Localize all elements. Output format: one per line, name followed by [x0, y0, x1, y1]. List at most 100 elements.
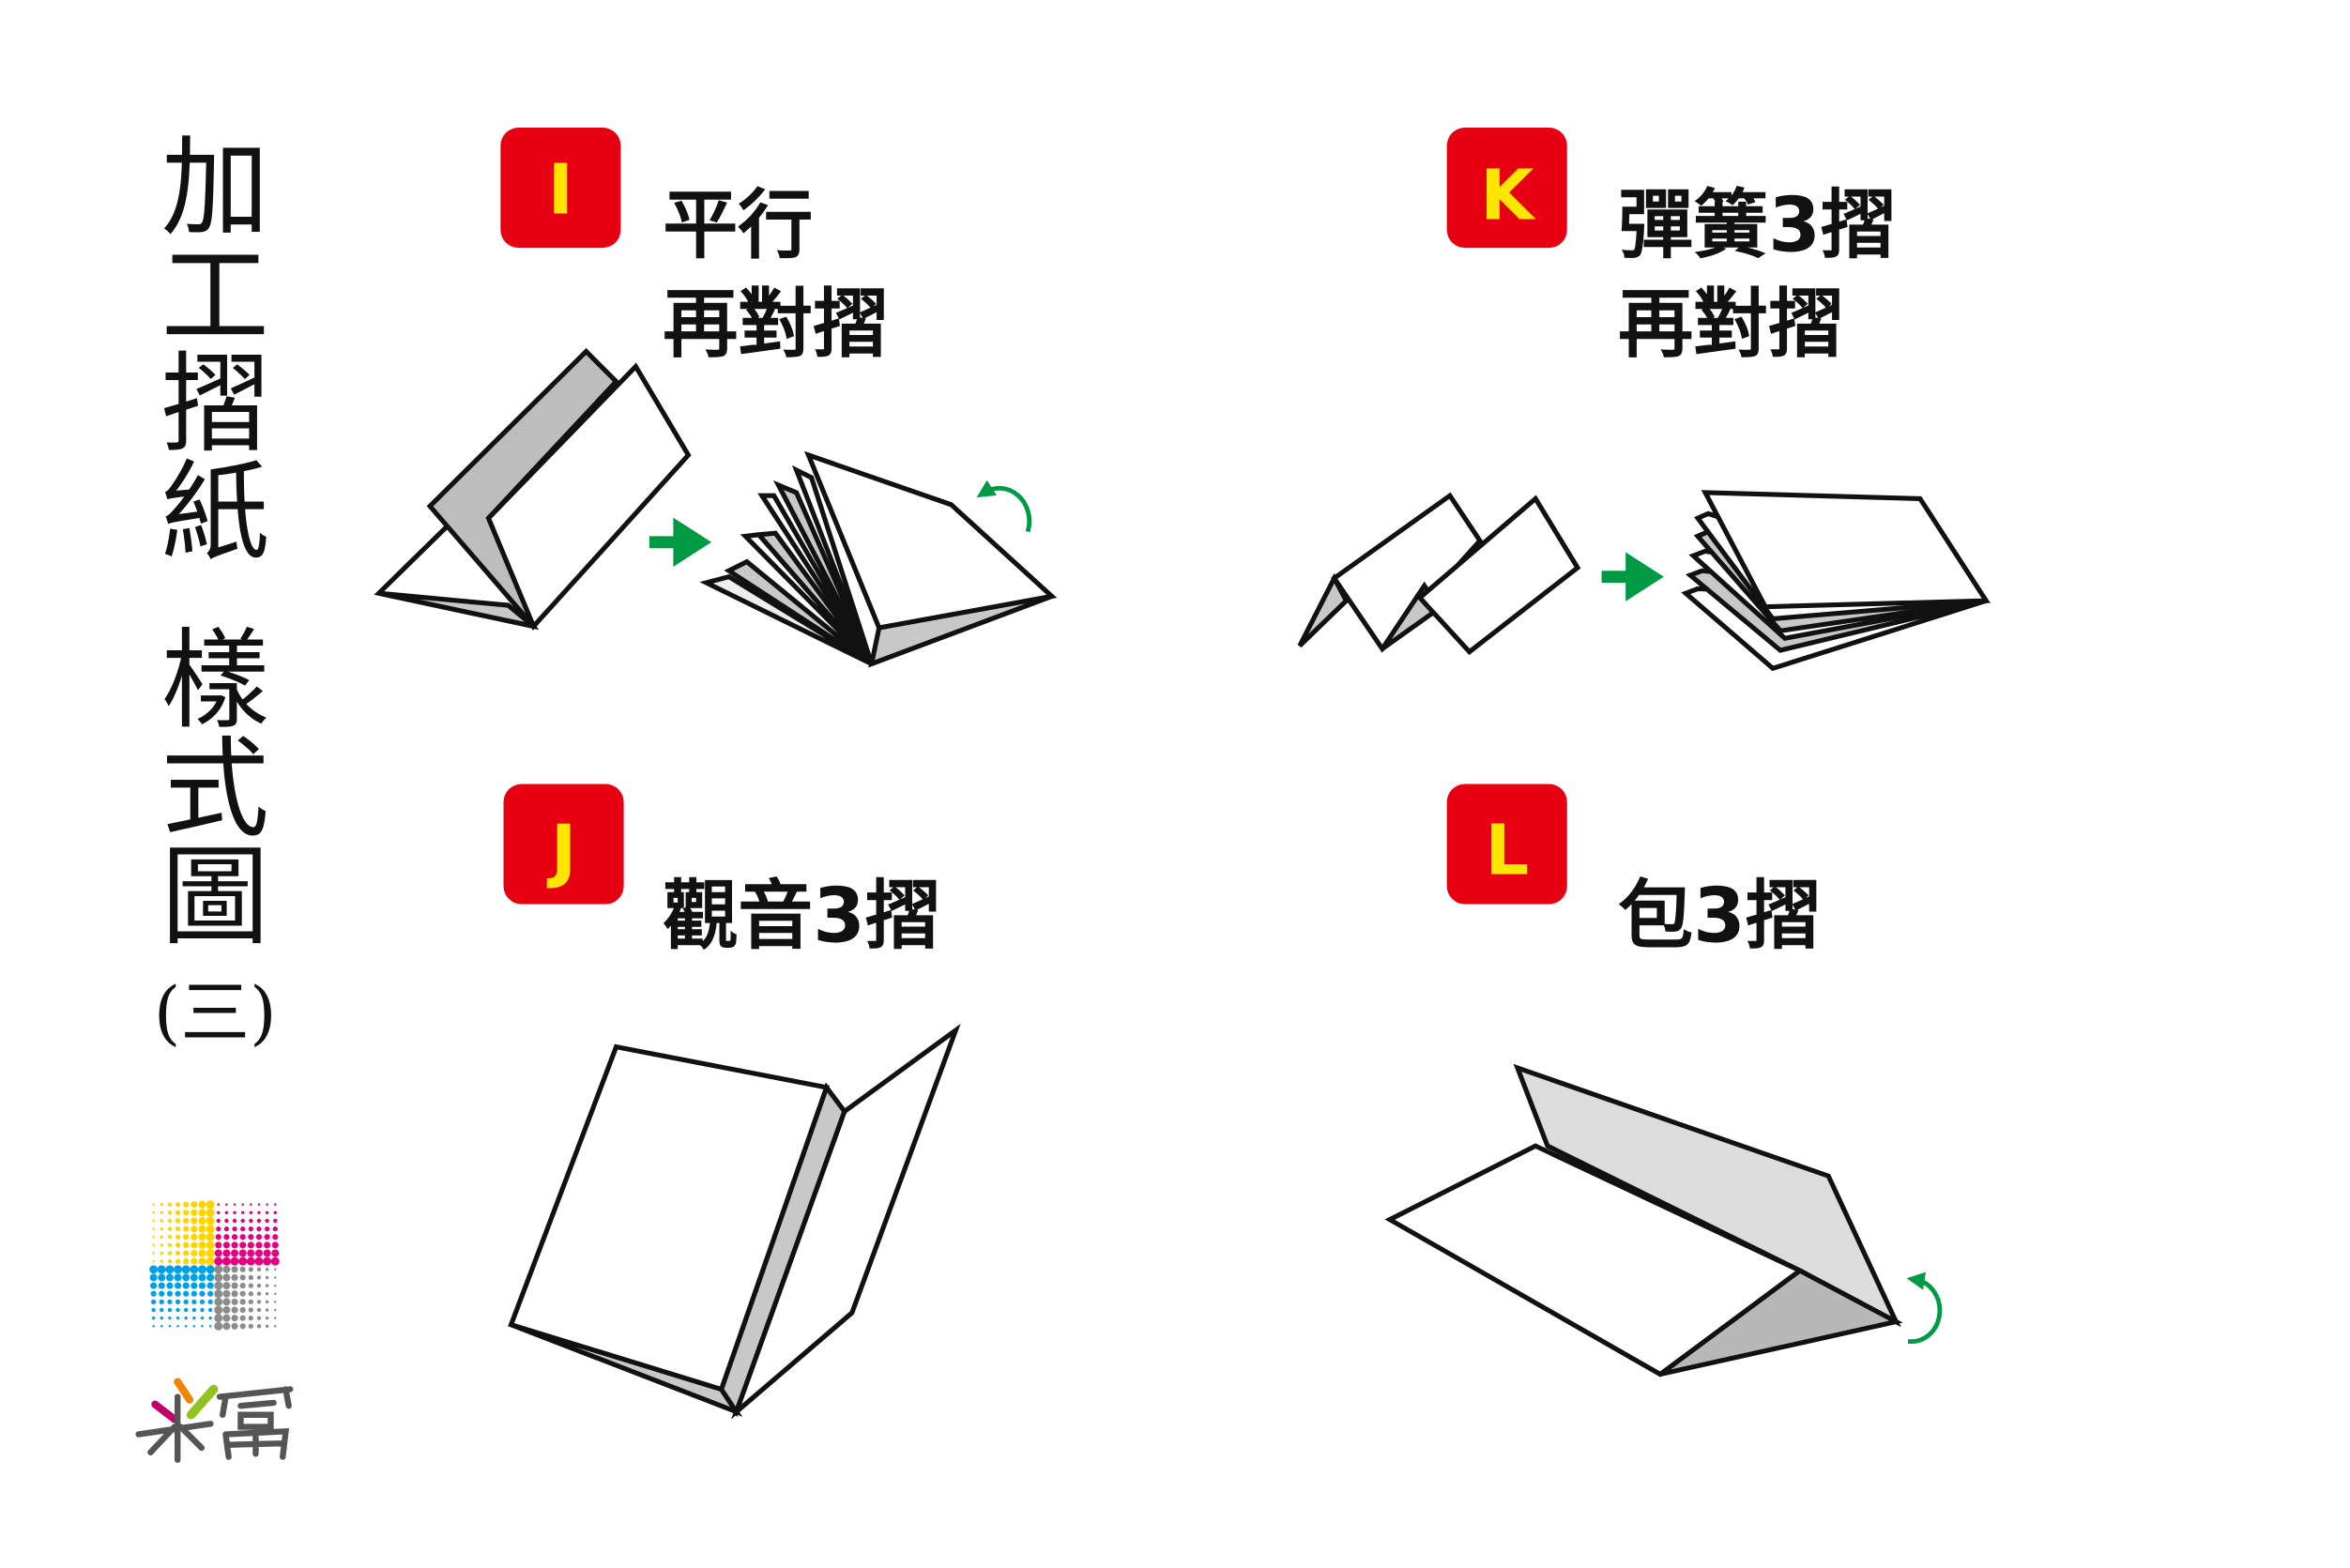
logo-dot — [168, 1325, 172, 1328]
logo-dot — [182, 1282, 190, 1289]
logo-dot — [214, 1289, 223, 1299]
badge-I — [500, 128, 621, 249]
logo-dot — [256, 1225, 262, 1232]
logo-dot — [174, 1273, 182, 1282]
logo-dot — [199, 1290, 206, 1297]
logo-wordmark — [135, 1378, 294, 1463]
logo-dot — [167, 1226, 173, 1231]
logo-dot — [273, 1276, 277, 1279]
logo-dot — [167, 1202, 173, 1207]
logo-dot — [239, 1266, 246, 1272]
logo-dot — [263, 1256, 272, 1266]
logo-dot — [167, 1242, 173, 1248]
logo-dot — [231, 1298, 238, 1305]
logo-dot — [159, 1299, 164, 1305]
logo-dot — [152, 1325, 155, 1328]
logo-dot — [183, 1201, 190, 1208]
logo-dot — [191, 1225, 198, 1233]
logo-dot — [217, 1210, 221, 1215]
logo-dot — [230, 1256, 239, 1266]
logo-dot — [208, 1316, 212, 1320]
logo-dot — [248, 1267, 253, 1272]
logo-dot — [247, 1241, 254, 1249]
logo-dot — [175, 1316, 180, 1320]
logo-dot — [151, 1316, 156, 1320]
logo-dot — [160, 1210, 163, 1215]
logo-dot — [198, 1241, 206, 1249]
title-char: 式 — [161, 726, 269, 852]
logo-dot — [273, 1284, 277, 1287]
logo-dot — [265, 1324, 269, 1329]
logo-dot — [192, 1316, 196, 1320]
logo-dot — [206, 1265, 215, 1274]
logo-dot — [255, 1234, 263, 1241]
logo-dot — [184, 1325, 188, 1328]
logo-dot — [182, 1273, 191, 1282]
logo-dot — [200, 1316, 205, 1320]
logo-dot — [255, 1241, 263, 1249]
diagram-gate-fold — [508, 1023, 961, 1420]
logo-dot — [256, 1218, 262, 1224]
logo-dot — [152, 1235, 155, 1239]
logo-dot — [273, 1308, 277, 1312]
logo-dot — [167, 1210, 173, 1215]
logo-dot — [214, 1249, 222, 1257]
logo-dot — [232, 1225, 237, 1232]
logo-dot — [183, 1290, 190, 1297]
logo-dot — [248, 1283, 253, 1288]
logo-dot — [256, 1324, 262, 1329]
item-K: K 彈簧3摺 再對摺 — [1446, 128, 1896, 368]
logo-dot — [166, 1282, 174, 1289]
logo-dot — [265, 1284, 269, 1287]
title-suffix: (三) — [154, 973, 277, 1053]
logo-dot — [247, 1249, 255, 1257]
logo-dot — [231, 1282, 238, 1289]
logo-dot — [240, 1225, 246, 1232]
logo-dot — [191, 1241, 198, 1249]
logo-dot — [250, 1203, 252, 1206]
logo-dot — [176, 1325, 179, 1328]
item-I: I 平行 再對摺 — [500, 128, 888, 368]
logo-dot — [190, 1273, 198, 1282]
logo-dot — [246, 1256, 255, 1266]
logo-dot — [248, 1234, 254, 1241]
logo-dot — [159, 1290, 165, 1297]
logo-dot — [239, 1282, 246, 1289]
logo-dot — [222, 1282, 231, 1290]
logo-dot — [198, 1233, 206, 1241]
item-label-line1: 平行 — [663, 181, 813, 268]
badge-L — [1446, 784, 1567, 905]
logo-dot — [167, 1218, 173, 1224]
logo-dot — [248, 1274, 253, 1281]
logo-dot — [175, 1218, 181, 1224]
logo-dot — [222, 1273, 231, 1282]
logo-dot — [200, 1307, 205, 1313]
logo-dot — [206, 1232, 215, 1241]
logo-dot — [222, 1305, 231, 1315]
logo-dot — [206, 1256, 215, 1266]
logo-dot — [184, 1307, 189, 1313]
logo-dot — [160, 1316, 163, 1320]
logo-dot — [206, 1208, 215, 1217]
logo-dot — [160, 1259, 163, 1263]
logo-dot — [264, 1234, 270, 1241]
green-arrow-right-icon — [649, 517, 712, 567]
logo-dot — [273, 1268, 277, 1271]
logo-dot — [240, 1210, 245, 1215]
logo-dot — [167, 1258, 173, 1264]
logo-dot — [214, 1314, 223, 1323]
logo-dot — [152, 1252, 155, 1255]
logo-dot — [150, 1299, 157, 1305]
logo-dot — [214, 1281, 223, 1290]
logo-dot — [166, 1290, 173, 1297]
title-char: 圖 — [161, 835, 269, 961]
logo-dot — [198, 1216, 206, 1225]
logo-dot — [198, 1282, 206, 1289]
logo-dot — [225, 1203, 228, 1206]
item-label-line1: 包3摺 — [1618, 873, 1821, 960]
logo-dot — [217, 1203, 221, 1206]
logo-dot — [175, 1258, 181, 1264]
logo-dot — [239, 1323, 246, 1330]
logo-dot — [273, 1210, 277, 1215]
logo-dot — [214, 1265, 223, 1274]
